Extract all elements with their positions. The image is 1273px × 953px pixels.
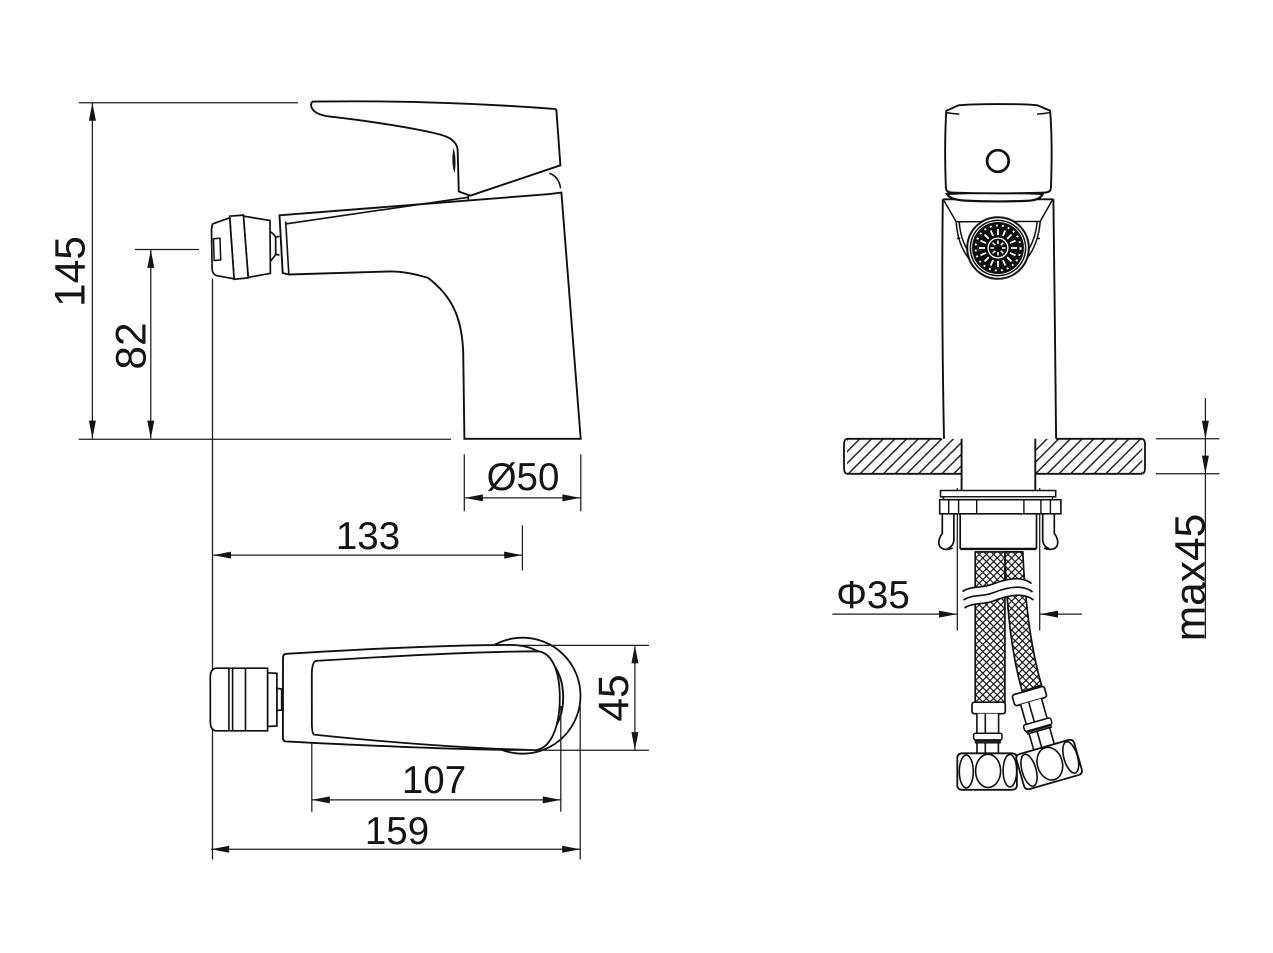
svg-text:159: 159 bbox=[365, 810, 429, 853]
svg-text:45: 45 bbox=[591, 674, 638, 721]
svg-text:max45: max45 bbox=[1168, 514, 1215, 642]
svg-text:133: 133 bbox=[336, 515, 400, 558]
svg-text:Φ35: Φ35 bbox=[836, 574, 910, 617]
svg-text:145: 145 bbox=[48, 236, 95, 307]
svg-text:82: 82 bbox=[109, 322, 156, 369]
svg-text:107: 107 bbox=[402, 759, 466, 802]
svg-text:Ø50: Ø50 bbox=[487, 456, 560, 499]
